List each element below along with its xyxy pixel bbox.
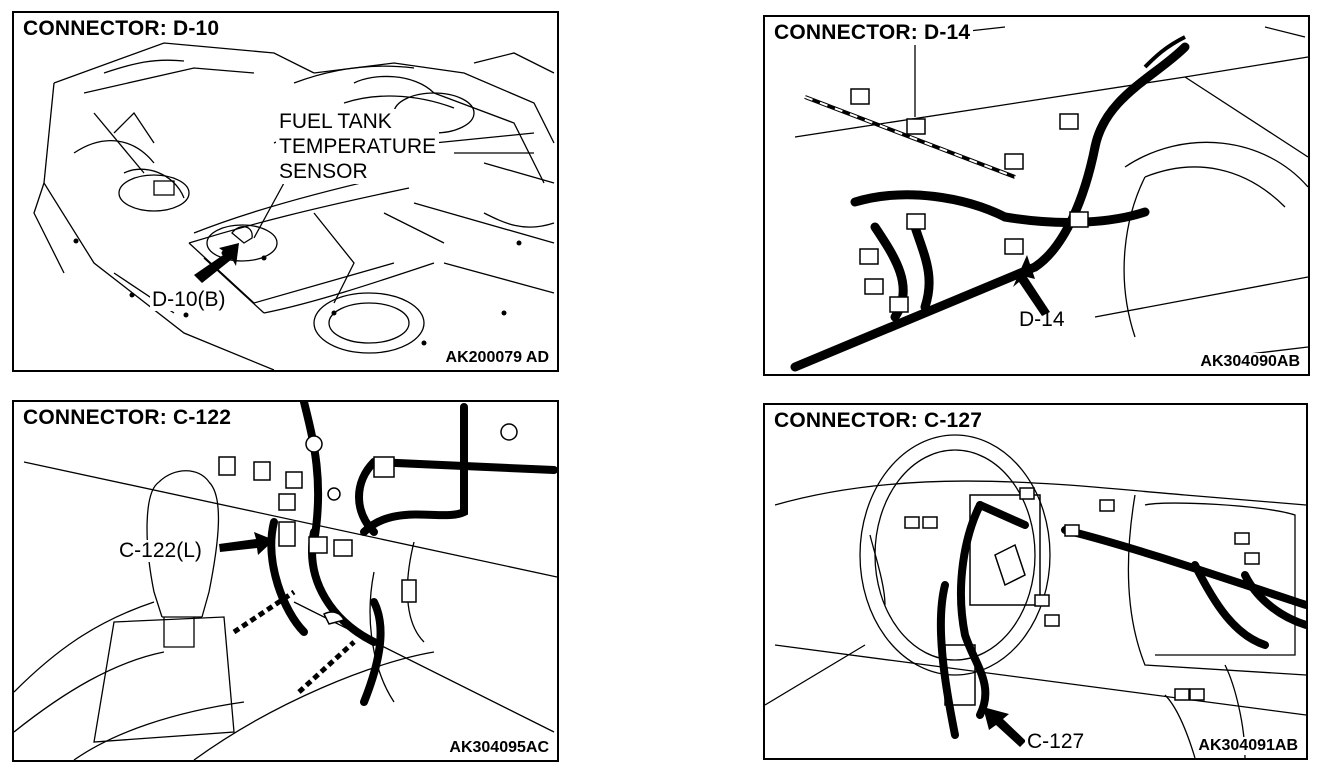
panel-title: CONNECTOR: C-122	[20, 406, 235, 430]
sensor-label: FUEL TANK TEMPERATURE SENSOR	[276, 109, 440, 184]
callout-arrow	[194, 243, 239, 283]
panel-connector-c122: CONNECTOR: C-122 C-122(L) AK304095AC	[12, 400, 559, 762]
panel-title: CONNECTOR: D-10	[20, 17, 223, 41]
panel-connector-d14: CONNECTOR: D-14 D-14 AK304090AB	[763, 15, 1310, 376]
figure-code: AK304090AB	[1198, 353, 1302, 371]
callout-arrow	[1013, 255, 1050, 316]
panel-connector-d10: CONNECTOR: D-10 FUEL TANK TEMPERATURE SE…	[12, 11, 559, 372]
figure-code: AK304091AB	[1196, 737, 1300, 755]
panel-connector-c127: CONNECTOR: C-127 C-127 AK304091AB	[763, 403, 1308, 760]
figure-code: AK304095AC	[447, 739, 551, 757]
shift-console-illustration	[14, 402, 557, 760]
callout-label: C-127	[1025, 730, 1087, 753]
panel-title: CONNECTOR: C-127	[771, 409, 986, 433]
instrument-panel-illustration	[765, 434, 1306, 758]
callout-label: D-10(B)	[150, 288, 228, 311]
callout-label: D-14	[1019, 308, 1065, 331]
callout-arrow	[219, 532, 274, 555]
panel-title: CONNECTOR: D-14	[771, 21, 974, 45]
callout-label: C-122(L)	[117, 539, 204, 562]
fuel-tank-illustration	[33, 42, 555, 370]
callout-arrow	[983, 707, 1026, 747]
figure-code: AK200079 AD	[443, 349, 551, 367]
